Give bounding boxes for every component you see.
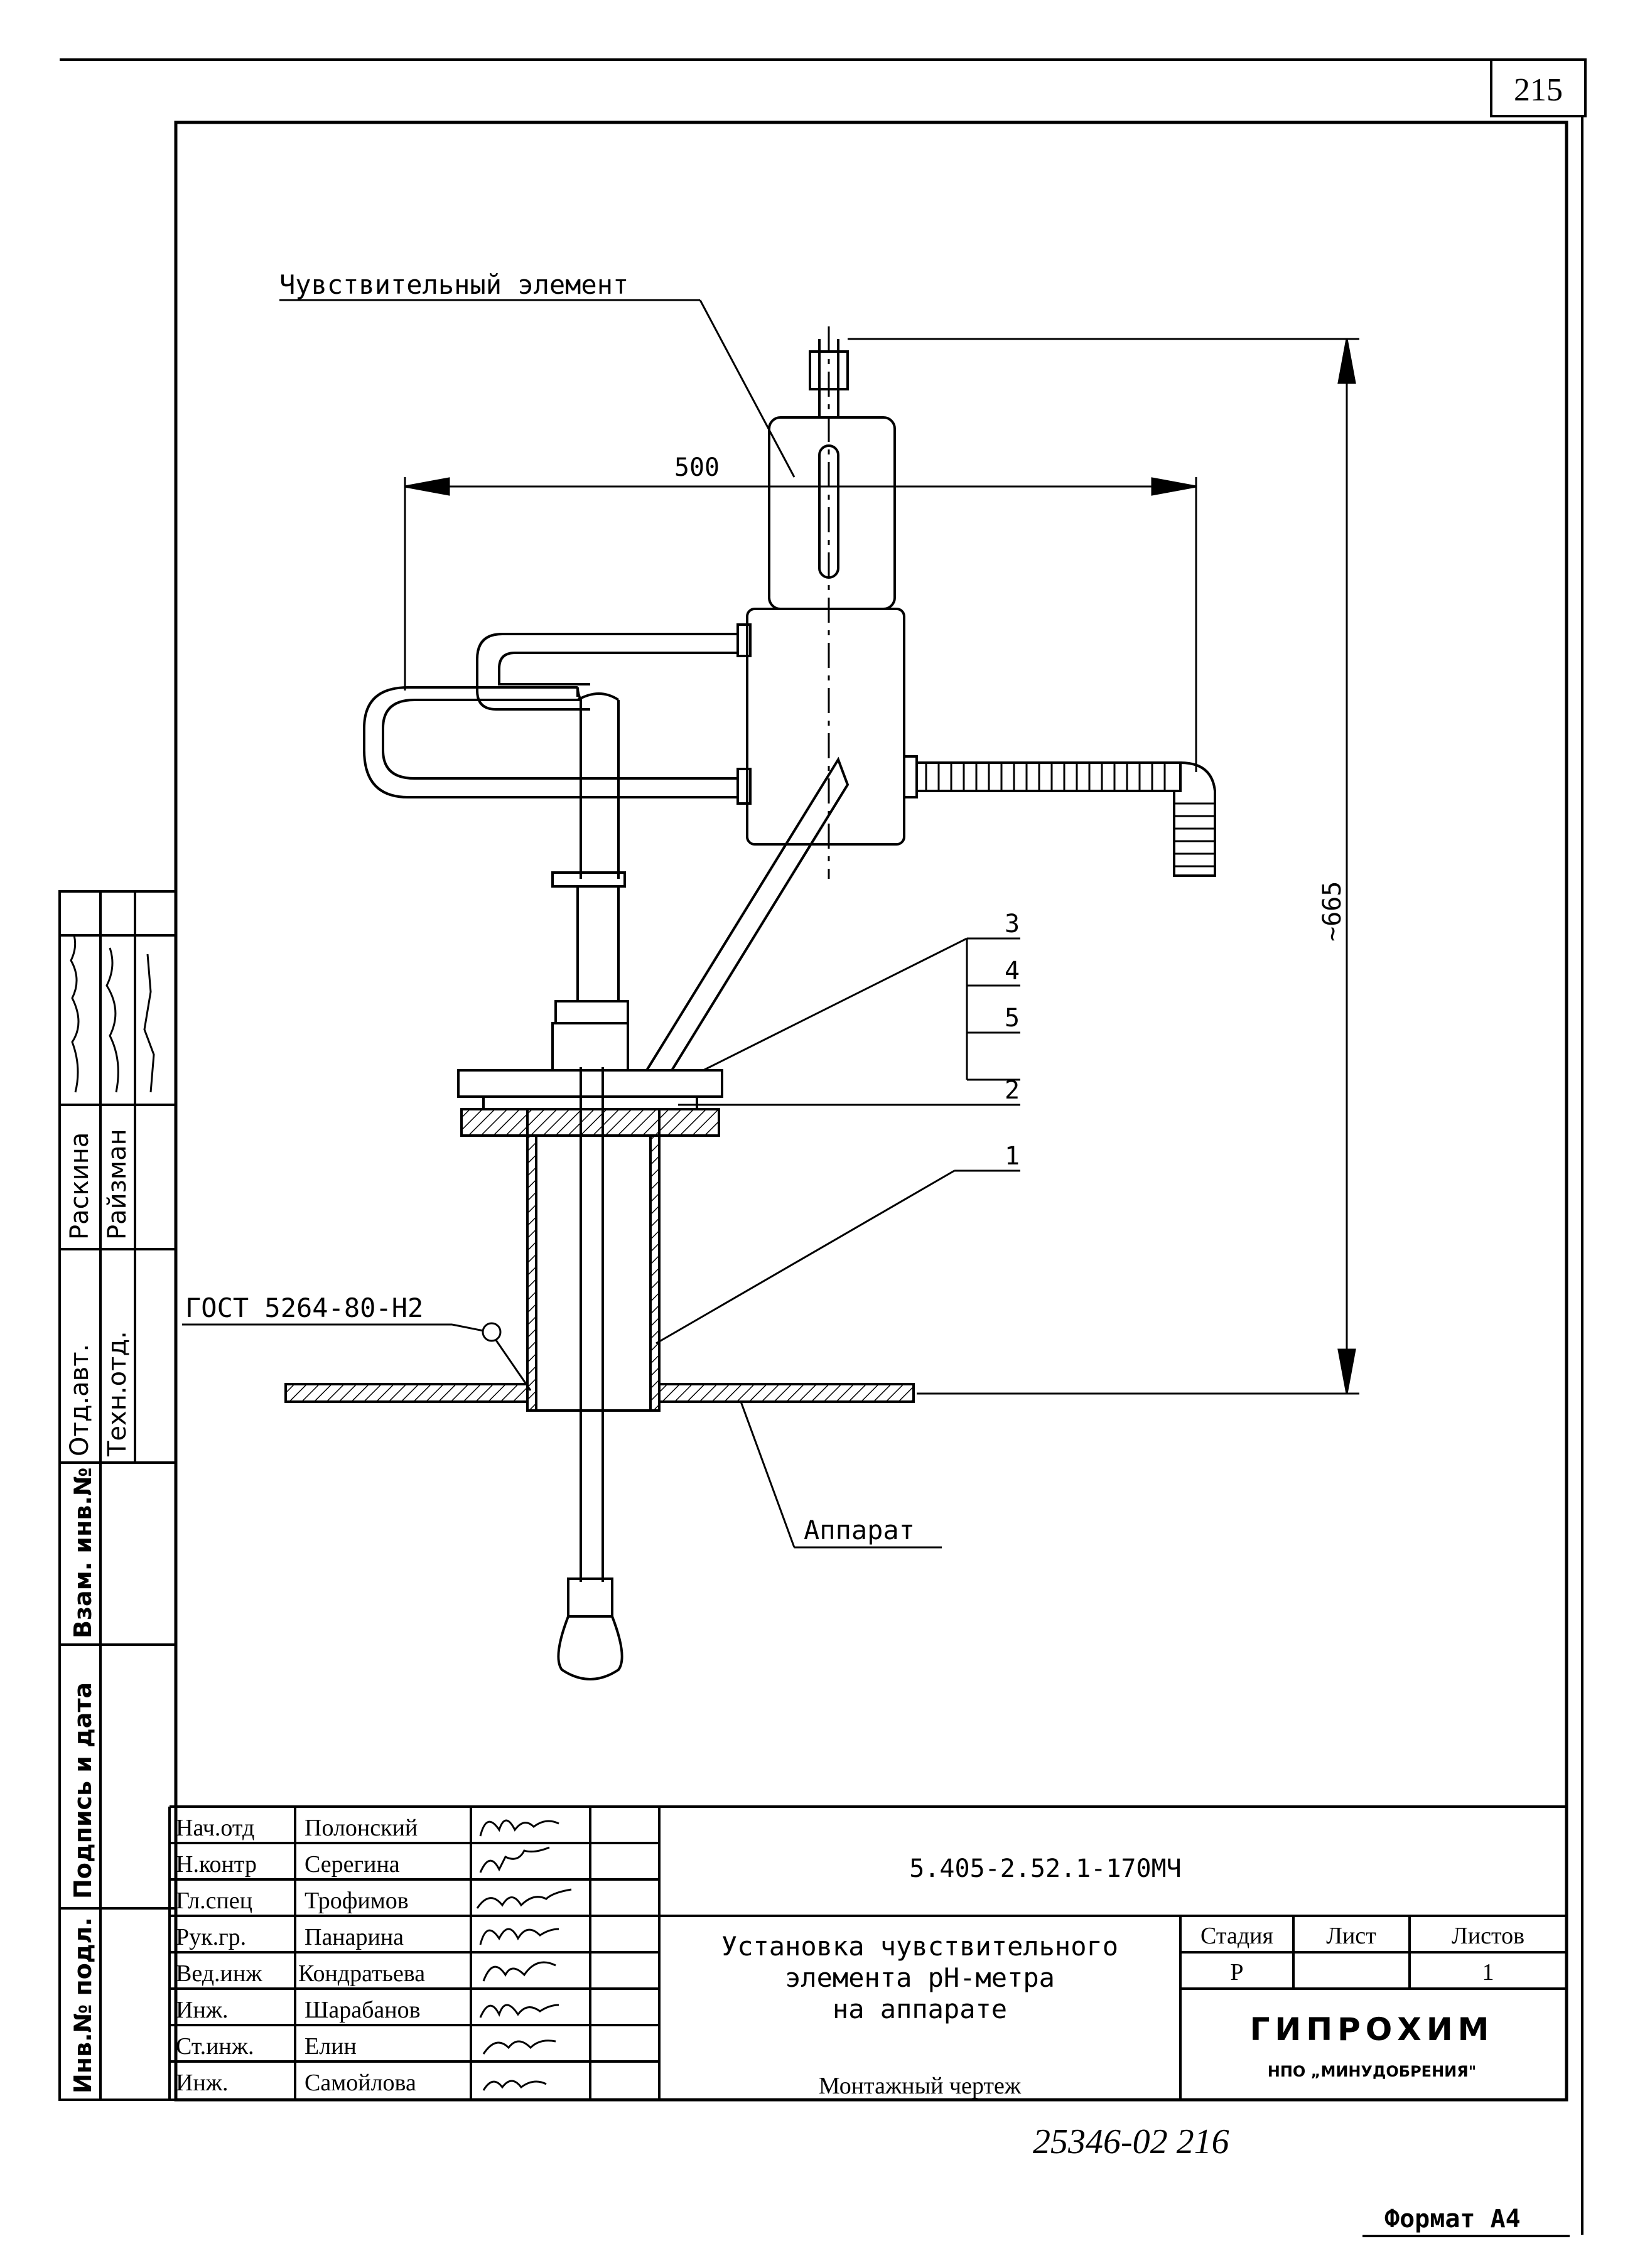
name-7: Елин xyxy=(305,2033,357,2060)
signatures xyxy=(476,1819,572,2091)
side-stamp-replace-inv: Взам. инв.№ xyxy=(69,1468,97,1639)
drawing-title-line-1: Установка чувствительного xyxy=(721,1931,1118,1962)
handwritten-number: 25346-02 216 xyxy=(1033,2122,1229,2161)
name-4: Панарина xyxy=(305,1924,404,1950)
stage-value: Р xyxy=(1230,1959,1243,1986)
role-3: Гл.спец xyxy=(176,1888,252,1914)
apparatus-label: Аппарат xyxy=(804,1515,915,1545)
side-stamp xyxy=(58,890,177,2101)
assembly-geometry xyxy=(284,326,1216,1680)
format-label: Формат А4 xyxy=(1384,2205,1521,2233)
hose-corrugation xyxy=(925,763,1215,868)
sheet-header: Лист xyxy=(1326,1923,1376,1949)
gost-label: ГОСТ 5264-80-H2 xyxy=(185,1293,423,1323)
drawing-title-line-2: элемента pH-метра xyxy=(785,1962,1055,1993)
role-1: Нач.отд xyxy=(176,1815,254,1841)
dim-width: 500 xyxy=(674,453,720,482)
org-name: ГИПРОХИМ xyxy=(1250,2011,1494,2048)
role-8: Инж. xyxy=(176,2070,229,2096)
callout-4: 4 xyxy=(1005,957,1020,986)
apparatus-wall-right xyxy=(658,1383,915,1403)
side-stamp-name-1: Раскина xyxy=(65,1132,94,1240)
dimension-lines xyxy=(404,338,1359,1395)
page-number: 215 xyxy=(1514,72,1563,108)
nozzle-pipe xyxy=(526,1108,661,1412)
side-stamp-signature-date: Подпись и дата xyxy=(69,1682,97,1899)
role-2: Н.контр xyxy=(176,1851,257,1878)
sheets-header: Листов xyxy=(1452,1923,1524,1949)
role-4: Рук.гр. xyxy=(176,1924,246,1950)
role-5: Вед.инж xyxy=(176,1960,262,1987)
side-stamp-inv-original: Инв.№ подл. xyxy=(69,1917,97,2093)
dim-height: ~665 xyxy=(1318,881,1347,942)
flange-cap xyxy=(457,1069,723,1098)
sheets-value: 1 xyxy=(1482,1959,1494,1986)
drawing-title-line-3: на аппарате xyxy=(833,1994,1007,2024)
sensor-chamber xyxy=(746,608,905,846)
name-3: Трофимов xyxy=(305,1888,409,1914)
lower-flange xyxy=(460,1108,720,1137)
stage-header: Стадия xyxy=(1200,1923,1273,1949)
leaders xyxy=(182,299,1020,1549)
name-1: Полонский xyxy=(305,1815,418,1841)
outlet-hose xyxy=(915,761,1182,792)
role-6: Инж. xyxy=(176,1997,229,2023)
name-6: Шарабанов xyxy=(305,1997,421,2023)
callout-3: 3 xyxy=(1005,910,1020,938)
document-code: 5.405-2.52.1-170МЧ xyxy=(909,1854,1181,1883)
drawing-frame xyxy=(174,121,1568,2102)
title-block-grid xyxy=(168,1805,1567,2100)
side-stamp-title-2: Техн.отд. xyxy=(103,1331,132,1457)
name-5: Кондратьева xyxy=(298,1960,425,1987)
callout-2: 2 xyxy=(1005,1076,1020,1105)
callout-1: 1 xyxy=(1005,1142,1020,1171)
signatory-table: Нач.отд Полонский Н.контр Серегина Гл.сп… xyxy=(176,1815,425,2096)
page-number-box xyxy=(1490,58,1587,117)
side-stamp-title-1: Отд.авт. xyxy=(65,1344,94,1456)
gasket xyxy=(482,1095,698,1110)
support-rod xyxy=(644,756,850,1072)
side-stamp-signatures xyxy=(70,935,155,1093)
sensor-element-label: Чувствительный элемент xyxy=(279,269,628,300)
org-subtitle: НПО „МИНУДОБРЕНИЯ" xyxy=(1268,2063,1476,2080)
role-7: Ст.инж. xyxy=(176,2033,254,2060)
callout-5: 5 xyxy=(1005,1004,1020,1033)
apparatus-wall-left xyxy=(284,1383,529,1403)
name-8: Самойлова xyxy=(305,2070,416,2096)
drawing-type: Монтажный чертеж xyxy=(819,2073,1022,2099)
name-2: Серегина xyxy=(305,1851,400,1878)
side-stamp-name-2: Райзман xyxy=(103,1129,132,1240)
